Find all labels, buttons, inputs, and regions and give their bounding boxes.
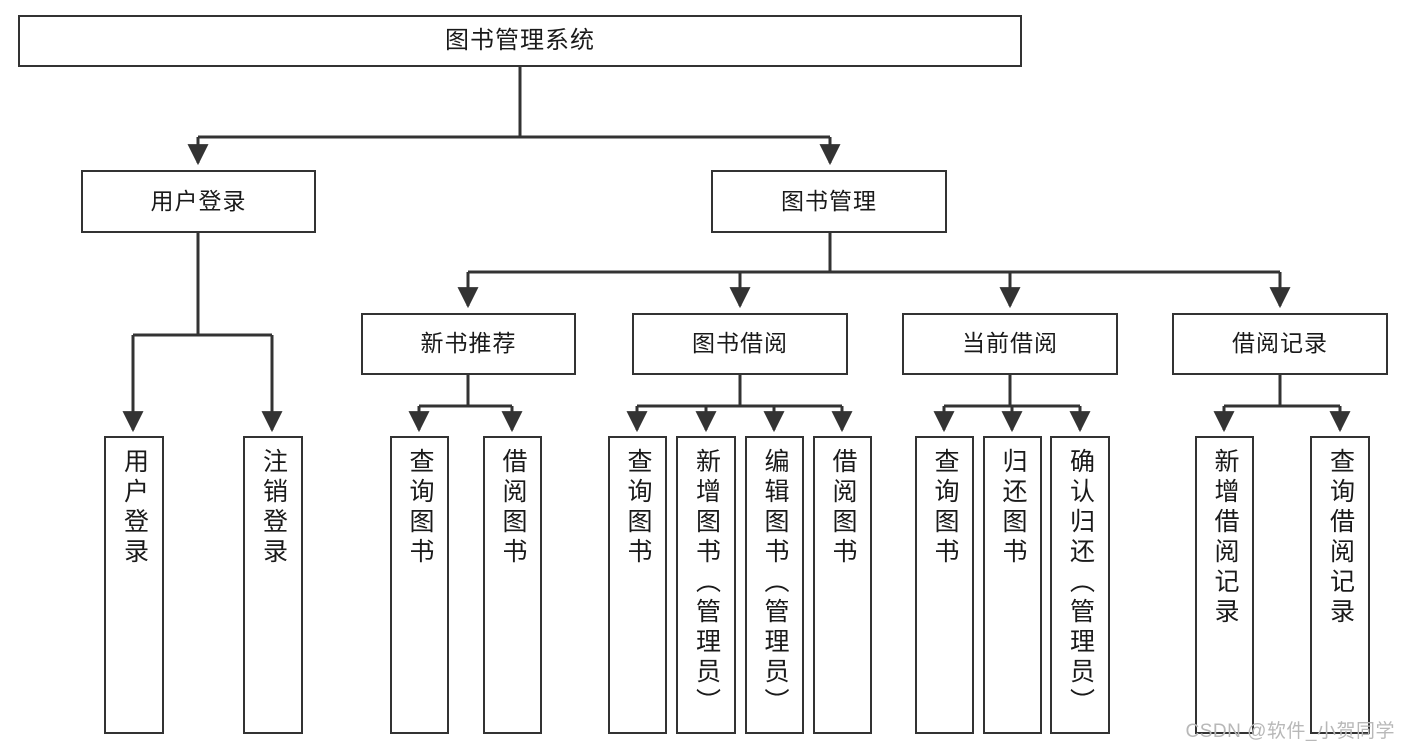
node-current-borrow[interactable]: 当前借阅 [902, 313, 1118, 375]
node-label: 借阅图书 [499, 448, 527, 568]
node-label: 归还图书 [999, 448, 1027, 568]
node-book-borrow[interactable]: 图书借阅 [632, 313, 848, 375]
leaf-edit-book-admin[interactable]: 编辑图书（管理员） [745, 436, 804, 734]
node-label: 用户登录 [150, 187, 247, 214]
leaf-query-book-recommend[interactable]: 查询图书 [390, 436, 449, 734]
node-label: 查询图书 [406, 448, 434, 568]
node-label: 图书管理系统 [445, 26, 595, 54]
node-label: 借阅图书 [829, 448, 857, 568]
node-new-book-recommend[interactable]: 新书推荐 [361, 313, 576, 375]
leaf-query-book-borrow[interactable]: 查询图书 [608, 436, 667, 734]
node-user-login[interactable]: 用户登录 [81, 170, 316, 233]
node-label: 当前借阅 [962, 330, 1058, 357]
node-label: 查询图书 [931, 448, 959, 568]
node-label: 新书推荐 [420, 330, 517, 357]
node-label: 借阅记录 [1232, 330, 1328, 357]
node-label: 新增图书（管理员） [692, 448, 721, 718]
leaf-return-book[interactable]: 归还图书 [983, 436, 1042, 734]
node-label: 确认归还（管理员） [1066, 448, 1095, 718]
leaf-user-login[interactable]: 用户登录 [104, 436, 164, 734]
node-label: 用户登录 [120, 448, 149, 568]
node-label: 编辑图书（管理员） [761, 448, 789, 718]
node-book-management[interactable]: 图书管理 [711, 170, 947, 233]
leaf-add-borrow-record[interactable]: 新增借阅记录 [1195, 436, 1254, 734]
leaf-borrow-book-recommend[interactable]: 借阅图书 [483, 436, 542, 734]
leaf-borrow-book[interactable]: 借阅图书 [813, 436, 872, 734]
node-label: 查询借阅记录 [1326, 448, 1355, 628]
node-label: 图书管理 [781, 187, 877, 214]
leaf-add-book-admin[interactable]: 新增图书（管理员） [676, 436, 736, 734]
node-borrow-record[interactable]: 借阅记录 [1172, 313, 1388, 375]
leaf-logout[interactable]: 注销登录 [243, 436, 303, 734]
node-label: 图书借阅 [692, 330, 788, 357]
node-root-system[interactable]: 图书管理系统 [18, 15, 1022, 67]
leaf-query-borrow-record[interactable]: 查询借阅记录 [1310, 436, 1370, 734]
leaf-query-book-current[interactable]: 查询图书 [915, 436, 974, 734]
node-label: 注销登录 [259, 448, 288, 568]
csdn-watermark: CSDN @软件_小贺同学 [1185, 721, 1395, 742]
node-label: 查询图书 [624, 448, 652, 568]
leaf-confirm-return-admin[interactable]: 确认归还（管理员） [1050, 436, 1110, 734]
node-label: 新增借阅记录 [1211, 448, 1239, 628]
